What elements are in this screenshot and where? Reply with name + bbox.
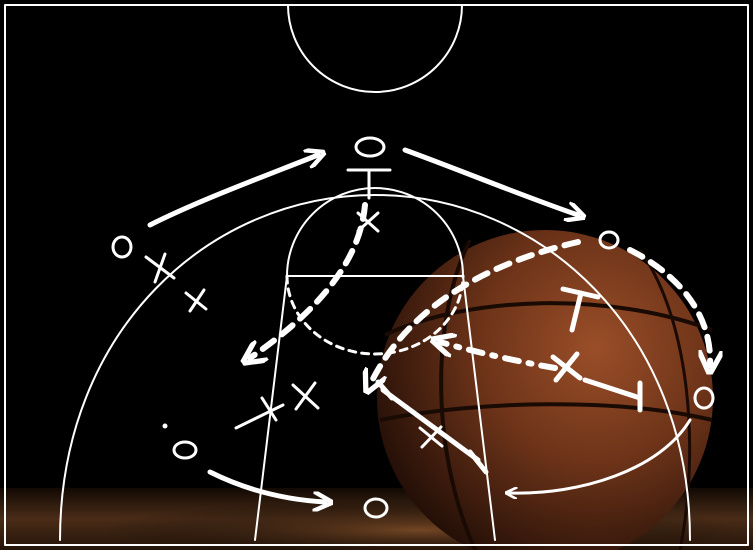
- chalk-dot: [163, 424, 168, 429]
